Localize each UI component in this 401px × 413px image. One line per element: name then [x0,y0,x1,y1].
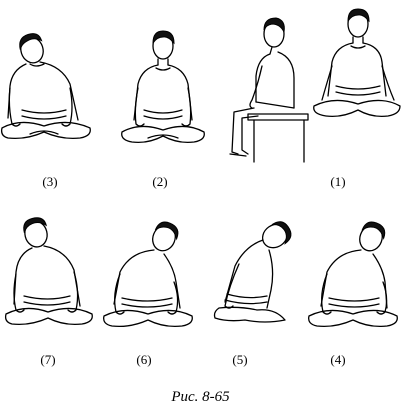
label-figure-5: (5) [232,352,248,367]
label-figure-4: (4) [330,352,346,367]
figure-7-head-tilt [2,210,97,335]
label-figure-6: (6) [136,352,152,367]
label-figure-3: (3) [42,174,58,189]
figure-7-drawing [2,210,97,335]
label-figure-2: (2) [152,174,168,189]
label-figure-7: (7) [40,352,56,367]
figure-2-drawing [118,28,208,153]
label-figure-1: (1) [330,174,346,189]
figure-5-drawing [205,210,295,335]
figure-4-drawing [305,212,400,337]
figure-2-upright [118,28,208,153]
figure-5-head-back [205,210,295,335]
figure-6-side-lean [100,212,195,337]
figure-3-head-tilt [0,28,95,148]
figure-4-head-tilt [305,212,400,337]
figure-1-bench-side [218,12,308,167]
figure-3-drawing [0,28,95,148]
figure-1b-upright [310,6,400,126]
figure-1b-drawing [310,6,400,126]
figure-caption: Рис. 8-65 [171,389,230,405]
figure-6-drawing [100,212,195,337]
figure-1-drawing [218,12,308,167]
